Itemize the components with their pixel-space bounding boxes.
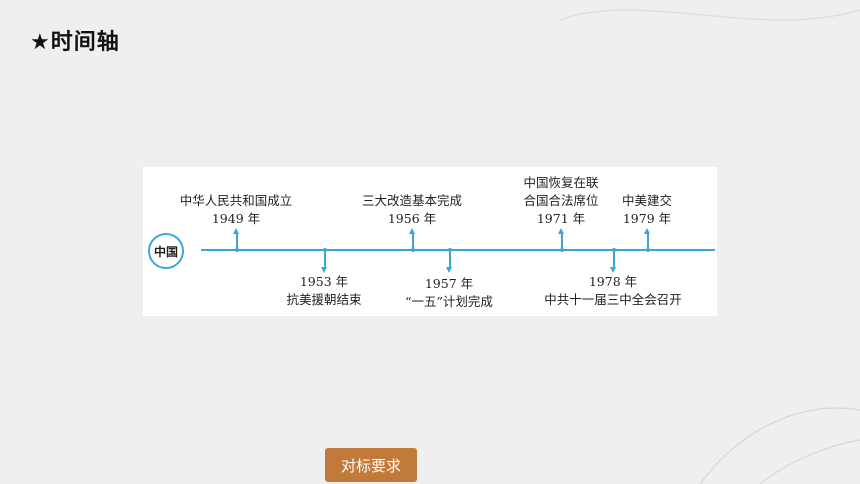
event-1957: 1957 年 “一五”计划完成	[405, 275, 493, 311]
event-arrow-1971	[558, 228, 564, 249]
event-dot-1949	[235, 248, 239, 252]
event-arrow-1957	[446, 251, 452, 273]
event-1979: 中美建交 1979 年	[622, 192, 672, 228]
event-arrow-1978	[610, 251, 616, 273]
event-1953: 1953 年 抗美援朝结束	[286, 273, 361, 309]
event-dot-1956	[411, 248, 415, 252]
event-dot-1953	[323, 248, 327, 252]
timeline-axis	[201, 249, 715, 251]
event-arrow-1953	[321, 251, 327, 273]
event-arrow-1949	[233, 228, 239, 249]
event-1978: 1978 年 中共十一届三中全会召开	[544, 273, 682, 309]
event-desc: 中华人民共和国成立	[179, 193, 293, 208]
event-arrow-1979	[644, 228, 650, 249]
event-desc: 合国合法席位	[523, 193, 599, 208]
event-year: 1978 年	[588, 274, 638, 289]
event-dot-1978	[612, 248, 616, 252]
event-1956: 三大改造基本完成 1956 年	[362, 192, 462, 228]
benchmark-requirements-button[interactable]: 对标要求	[325, 448, 417, 482]
event-year: 1957 年	[424, 276, 474, 291]
event-desc: 中国恢复在联	[523, 175, 599, 190]
timeline-origin: 中国	[148, 233, 184, 269]
event-year: 1971 年	[536, 211, 586, 226]
event-desc: “一五”计划完成	[405, 294, 493, 309]
event-desc: 抗美援朝结束	[286, 292, 362, 307]
event-1949: 中华人民共和国成立 1949 年	[180, 192, 293, 228]
event-year: 1979 年	[622, 211, 672, 226]
event-dot-1971	[560, 248, 564, 252]
origin-label: 中国	[153, 244, 178, 259]
event-1971: 中国恢复在联 合国合法席位 1971 年	[523, 174, 598, 228]
event-arrow-1956	[409, 228, 415, 249]
page-title: ★时间轴	[30, 30, 120, 55]
event-year: 1949 年	[211, 211, 261, 226]
timeline-diagram: 中国 中华人民共和国成立 1949 年 1953 年 抗美援朝结束 三大改造基本…	[143, 167, 717, 316]
event-desc: 中共十一届三中全会召开	[544, 292, 682, 307]
event-desc: 中美建交	[621, 193, 673, 208]
event-year: 1953 年	[299, 274, 349, 289]
event-dot-1979	[646, 248, 650, 252]
event-year: 1956 年	[387, 211, 437, 226]
event-dot-1957	[448, 248, 452, 252]
event-desc: 三大改造基本完成	[361, 193, 463, 208]
